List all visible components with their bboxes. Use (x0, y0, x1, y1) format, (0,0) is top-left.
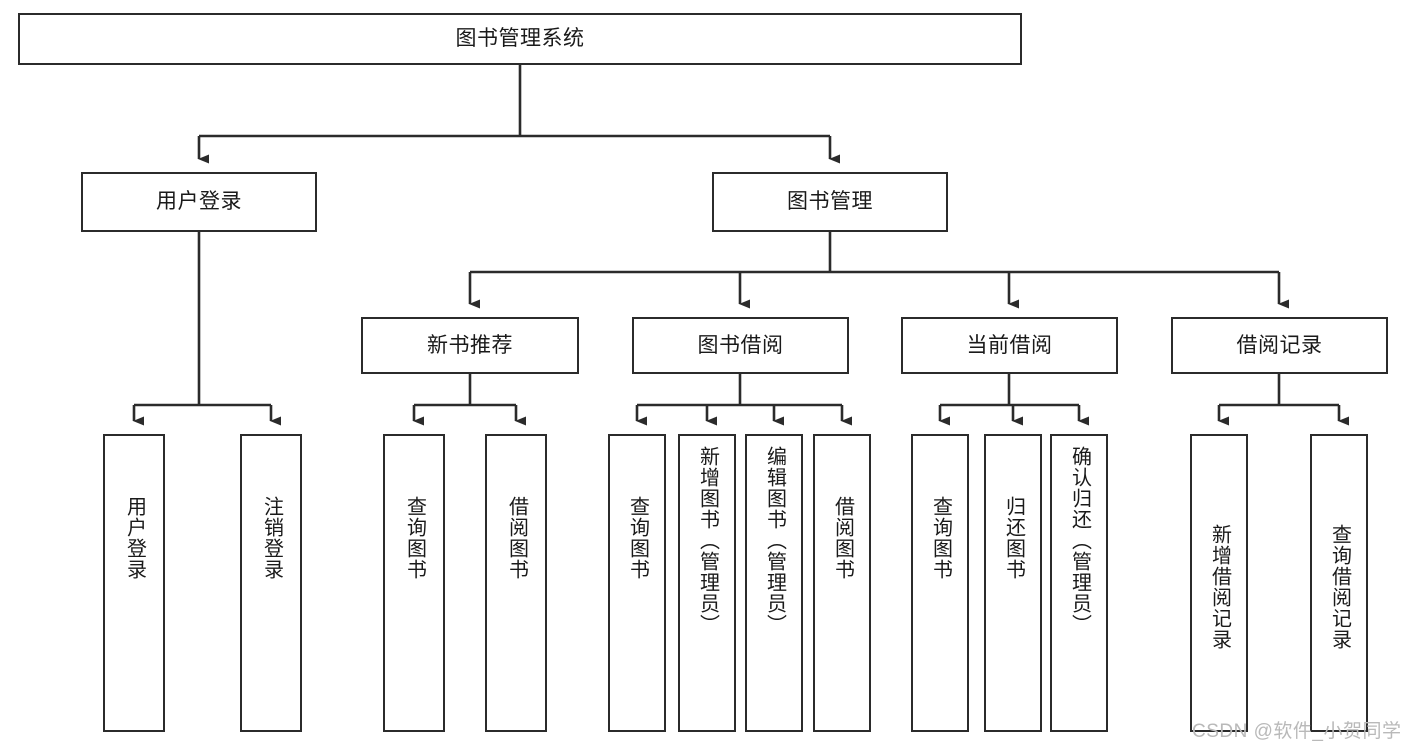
node-leaf_user_login[interactable]: 用户登录 (103, 434, 165, 732)
node-label: 编辑图书（管理员） (763, 446, 786, 635)
node-label: 确认归还（管理员） (1068, 446, 1091, 635)
node-leaf_query_book_rec[interactable]: 查询图书 (383, 434, 445, 732)
node-leaf_add_record[interactable]: 新增借阅记录 (1190, 434, 1248, 732)
node-label: 查询图书 (929, 496, 952, 580)
node-leaf_add_book[interactable]: 新增图书（管理员） (678, 434, 736, 732)
node-label: 新增图书（管理员） (696, 446, 719, 635)
watermark-text: CSDN @软件_小贺同学 (1192, 721, 1402, 742)
node-book_manage[interactable]: 图书管理 (712, 172, 948, 232)
node-user_login[interactable]: 用户登录 (81, 172, 317, 232)
node-leaf_borrow_book_b[interactable]: 借阅图书 (813, 434, 871, 732)
node-root[interactable]: 图书管理系统 (18, 13, 1022, 65)
node-label: 图书管理系统 (455, 27, 585, 51)
node-leaf_query_record[interactable]: 查询借阅记录 (1310, 434, 1368, 732)
node-borrow_record[interactable]: 借阅记录 (1171, 317, 1388, 374)
node-leaf_edit_book[interactable]: 编辑图书（管理员） (745, 434, 803, 732)
node-label: 借阅记录 (1236, 333, 1323, 357)
node-label: 新书推荐 (427, 333, 513, 357)
node-book_borrow[interactable]: 图书借阅 (632, 317, 849, 374)
node-leaf_borrow_book_rec[interactable]: 借阅图书 (485, 434, 547, 732)
node-current_borrow[interactable]: 当前借阅 (901, 317, 1118, 374)
node-leaf_query_book_c[interactable]: 查询图书 (911, 434, 969, 732)
node-label: 归还图书 (1002, 496, 1025, 580)
node-label: 查询图书 (626, 496, 649, 580)
node-label: 当前借阅 (966, 333, 1053, 357)
node-label: 图书借阅 (697, 333, 784, 357)
node-label: 用户登录 (123, 496, 146, 580)
node-label: 新增借阅记录 (1208, 524, 1231, 650)
node-label: 查询图书 (403, 496, 426, 580)
node-leaf_confirm_return[interactable]: 确认归还（管理员） (1050, 434, 1108, 732)
node-label: 注销登录 (260, 496, 283, 580)
node-label: 借阅图书 (831, 496, 854, 580)
node-label: 借阅图书 (505, 496, 528, 580)
node-label: 图书管理 (787, 190, 873, 214)
node-leaf_user_logout[interactable]: 注销登录 (240, 434, 302, 732)
node-new_book_rec[interactable]: 新书推荐 (361, 317, 579, 374)
node-label: 查询借阅记录 (1328, 524, 1351, 650)
node-label: 用户登录 (156, 190, 242, 214)
node-leaf_return_book[interactable]: 归还图书 (984, 434, 1042, 732)
node-leaf_query_book_b[interactable]: 查询图书 (608, 434, 666, 732)
